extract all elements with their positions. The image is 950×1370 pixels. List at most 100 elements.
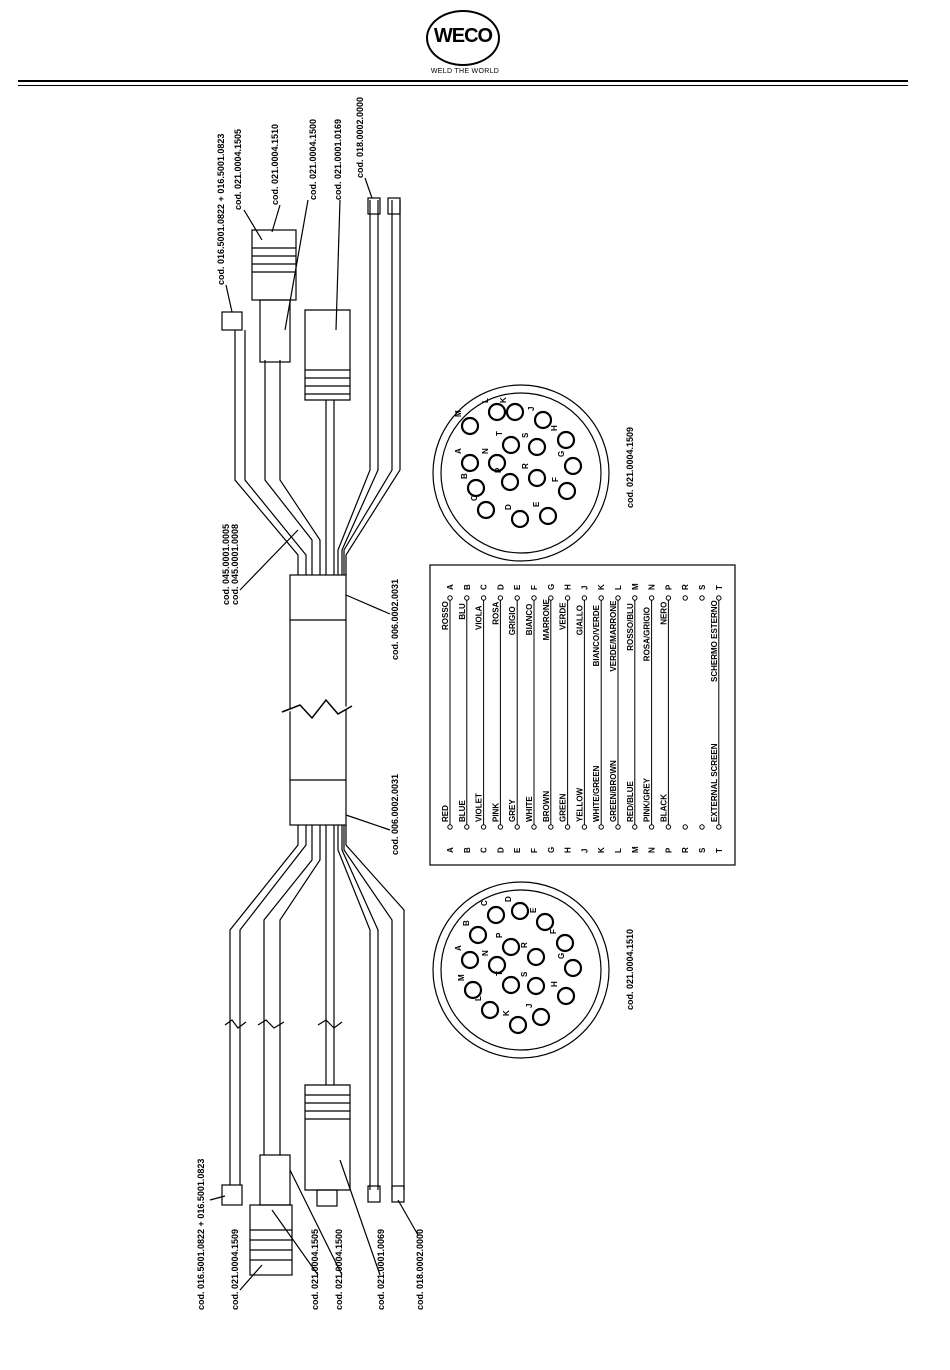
wiring-label-english: VIOLET: [475, 793, 484, 822]
wiring-terminal-right: [716, 595, 722, 601]
connector-pin: [460, 950, 480, 970]
connector-pin-label: N: [481, 950, 490, 956]
connector-pin-label: L: [474, 996, 483, 1001]
wiring-pin-left: D: [496, 847, 505, 853]
connector-pin-label: H: [550, 425, 559, 431]
wiring-terminal-left: [682, 824, 688, 830]
connector-pin: [501, 937, 521, 957]
wiring-pin-right: P: [664, 584, 673, 590]
connector-pin: [556, 986, 576, 1006]
wiring-label-english: GREEN/BROWN: [609, 760, 618, 822]
connector-pin-label: S: [521, 432, 530, 438]
wire-branch: [345, 200, 401, 575]
connector-top-outline: [432, 384, 610, 562]
wire-cut-mark: [317, 1019, 343, 1029]
wiring-table: [429, 564, 736, 866]
wiring-rows: AAREDROSSOBBBLUEBLUCCVIOLETVIOLADDPINKRO…: [441, 583, 724, 853]
wiring-terminal-left: [531, 824, 537, 830]
connector-pin: [500, 472, 520, 492]
wiring-pin-left: F: [530, 848, 539, 853]
connector-pin: [487, 453, 507, 473]
wire-branch: [234, 330, 299, 575]
connector-pin-label: S: [520, 971, 529, 977]
connector-pin: [460, 453, 480, 473]
wiring-terminal-right: [514, 595, 520, 601]
top-power-plug: [304, 309, 351, 401]
connector-pin-label: F: [549, 929, 558, 934]
connector-pin-label: R: [520, 942, 529, 948]
connector-pin: [486, 905, 506, 925]
wiring-label-italian: BLU: [458, 603, 467, 620]
bottom-plug-body: [259, 1154, 291, 1206]
wiring-label-english: BROWN: [542, 791, 551, 822]
bottom-label-terminal: cod. 018.0002.0000: [415, 1229, 425, 1310]
connector-pin-label: L: [481, 398, 490, 403]
connector-pin: [563, 958, 583, 978]
wire-branch: [341, 200, 379, 575]
wire-branch: [343, 825, 393, 1190]
wiring-terminal-right: [598, 595, 604, 601]
connector-pin: [526, 947, 546, 967]
wiring-pin-left: B: [463, 847, 472, 853]
wiring-terminal-right: [682, 595, 688, 601]
connector-pin: [480, 1000, 500, 1020]
bottom-power-plug: [304, 1084, 351, 1191]
top-label-0169: cod. 021.0001.0169: [333, 119, 343, 200]
wire-branch: [341, 825, 379, 1190]
connector-pin-label: R: [521, 463, 530, 469]
wiring-label-italian: ROSSO: [441, 601, 450, 630]
wire-branch: [229, 825, 299, 1185]
connector-top-inner: [440, 392, 602, 554]
connector-pin-label: F: [551, 477, 560, 482]
connector-pin: [526, 976, 546, 996]
wiring-pin-left: H: [564, 847, 573, 853]
connector-pin-label: K: [499, 397, 508, 403]
bottom-fuse-holder: [221, 1184, 243, 1206]
wiring-label-italian: BIANCO: [525, 604, 534, 636]
connector-pin-label: A: [454, 448, 463, 454]
connector-pin: [555, 933, 575, 953]
wiring-label-italian: BIANCO/VERDE: [592, 604, 601, 666]
wiring-label-english: PINK: [491, 803, 500, 822]
wiring-terminal-right: [632, 595, 638, 601]
wiring-terminal-left: [514, 824, 520, 830]
wiring-terminal-right: [564, 595, 571, 601]
connector-bottom-code: cod. 021.0004.1510: [625, 929, 635, 1010]
wire-branch: [244, 330, 307, 575]
wiring-terminal-right: [497, 595, 504, 601]
top-terminal: [367, 197, 381, 215]
page-header: WECO WELD THE WORLD: [0, 0, 950, 90]
wiring-label-english: RED/BLUE: [626, 780, 635, 822]
wiring-terminal-left: [447, 824, 453, 830]
connector-bottom-inner: [440, 889, 602, 1051]
wiring-terminal-left: [581, 824, 588, 830]
connector-bottom-outline: [432, 881, 610, 1059]
connector-pin: [557, 481, 577, 501]
wire-branch: [345, 825, 405, 1190]
wiring-label-italian: ROSA: [491, 601, 500, 624]
wiring-terminal-right: [464, 595, 470, 601]
wiring-terminal-right: [531, 595, 537, 601]
wire-branch: [279, 360, 321, 575]
wiring-pin-right: M: [631, 583, 640, 590]
wiring-pin-left: T: [715, 848, 724, 853]
connector-pin-label: B: [462, 920, 471, 926]
wiring-terminal-left: [665, 824, 672, 830]
wiring-terminal-right: [480, 595, 487, 601]
wiring-label-english: PINK/GREY: [643, 777, 652, 822]
wiring-terminal-left: [548, 824, 554, 830]
top-sleeve-label: cod. 006.0002.0031: [390, 579, 400, 660]
wiring-pin-left: R: [681, 847, 690, 853]
bottom-label-1509: cod. 021.0004.1509: [230, 1229, 240, 1310]
connector-top-code: cod. 021.0004.1509: [625, 427, 635, 508]
connector-pin: [501, 435, 521, 455]
connector-pin-label: A: [454, 945, 463, 951]
connector-pin-label: J: [525, 1004, 534, 1008]
connector-pin-label: P: [495, 932, 504, 938]
connector-pin: [563, 456, 583, 476]
bottom-label-fuse: cod. 016.5001.0822 + 016.5001.0823: [196, 1159, 206, 1310]
connector-pin: [510, 509, 530, 529]
top-fuse-holder: [221, 311, 243, 331]
connector-pin-label: E: [529, 907, 538, 913]
